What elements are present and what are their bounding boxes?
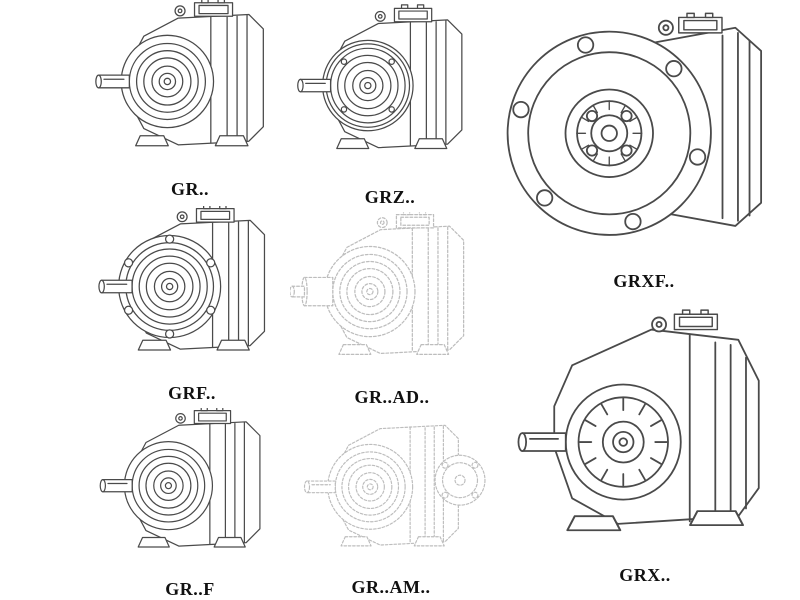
gearbox-drawing-gr bbox=[95, 0, 264, 147]
label-grf: GRF.. bbox=[168, 383, 216, 403]
label-gr-am: GR..AM.. bbox=[351, 577, 431, 597]
gearbox-drawing-grx bbox=[517, 309, 760, 532]
gearbox-drawing-gr-ad bbox=[290, 212, 465, 355]
figure-gr: GR.. bbox=[84, 0, 296, 200]
gearbox-drawing-grz bbox=[297, 4, 463, 150]
gearbox-drawing-grxf bbox=[506, 12, 763, 236]
figure-grf: GRF.. bbox=[86, 206, 298, 404]
gearbox-drawing-gr-am bbox=[303, 424, 486, 547]
figure-gr-am: GR..AM.. bbox=[290, 412, 492, 598]
figure-grx: GRX.. bbox=[498, 298, 792, 586]
label-grz: GRZ.. bbox=[364, 187, 416, 207]
figure-gr-f: GR..F bbox=[86, 408, 294, 600]
figure-grxf: GRXF.. bbox=[496, 0, 792, 292]
label-grx: GRX.. bbox=[619, 565, 671, 585]
figure-gr-ad: GR..AD.. bbox=[290, 212, 494, 408]
gearbox-drawing-gr-f bbox=[99, 408, 261, 548]
label-grxf: GRXF.. bbox=[613, 271, 675, 291]
label-gr-f: GR..F bbox=[165, 579, 215, 599]
label-gr: GR.. bbox=[171, 179, 209, 199]
gearbox-drawing-grf bbox=[98, 206, 266, 351]
label-gr-ad: GR..AD.. bbox=[354, 387, 430, 407]
figure-grz: GRZ.. bbox=[288, 0, 492, 208]
